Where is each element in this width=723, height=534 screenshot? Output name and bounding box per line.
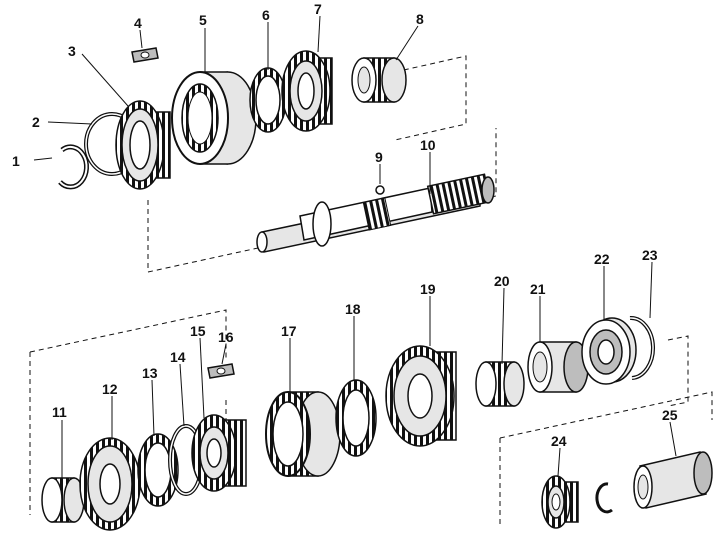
part-1-snap-ring <box>58 144 89 190</box>
label-5: 5 <box>199 12 207 28</box>
part-25-sleeve-tube <box>633 451 713 509</box>
part-3-gear <box>115 100 171 190</box>
part-15-hub <box>191 414 247 492</box>
label-1: 1 <box>12 153 20 169</box>
label-23: 23 <box>642 247 658 263</box>
part-11-bearing <box>41 477 85 523</box>
part-18-synchro-ring <box>335 379 377 457</box>
part-24-gear <box>541 475 579 529</box>
label-22: 22 <box>594 251 610 267</box>
label-3: 3 <box>68 43 76 59</box>
label-24: 24 <box>551 433 567 449</box>
label-13: 13 <box>142 365 158 381</box>
label-15: 15 <box>190 323 206 339</box>
part-5-sleeve <box>171 71 257 165</box>
label-20: 20 <box>494 273 510 289</box>
part-19-gear <box>385 345 457 447</box>
label-21: 21 <box>530 281 546 297</box>
label-17: 17 <box>281 323 297 339</box>
label-19: 19 <box>420 281 436 297</box>
part-4-key <box>131 47 159 63</box>
label-12: 12 <box>102 381 118 397</box>
part-labels: 1 2 3 4 5 6 7 8 9 10 11 12 13 14 15 16 1… <box>12 1 678 449</box>
part-12-gear <box>79 437 141 531</box>
label-25: 25 <box>662 407 678 423</box>
label-18: 18 <box>345 301 361 317</box>
part-9-ball <box>375 185 385 195</box>
label-9: 9 <box>375 149 383 165</box>
label-4: 4 <box>134 15 142 31</box>
label-11: 11 <box>52 404 67 420</box>
part-16-key <box>207 363 235 379</box>
leader-lines <box>33 15 677 478</box>
label-6: 6 <box>262 7 270 23</box>
label-7: 7 <box>314 1 322 17</box>
label-14: 14 <box>170 349 186 365</box>
part-20-bearing <box>475 361 525 407</box>
label-8: 8 <box>416 11 424 27</box>
part-17-sleeve <box>265 391 341 477</box>
part-6-synchro-ring <box>249 67 287 133</box>
upper-assembly-outline <box>29 55 713 527</box>
label-10: 10 <box>420 137 436 153</box>
part-13-synchro-ring <box>137 433 179 507</box>
part-21-collar <box>527 341 589 393</box>
retaining-ring <box>595 482 613 514</box>
part-8-bearing <box>351 57 407 103</box>
part-7-gear <box>281 50 333 132</box>
label-16: 16 <box>218 329 234 345</box>
label-2: 2 <box>32 114 40 130</box>
part-22-ball-bearing <box>581 317 637 385</box>
part-10-shaft <box>256 173 495 253</box>
part-23-snap-ring <box>629 315 656 380</box>
